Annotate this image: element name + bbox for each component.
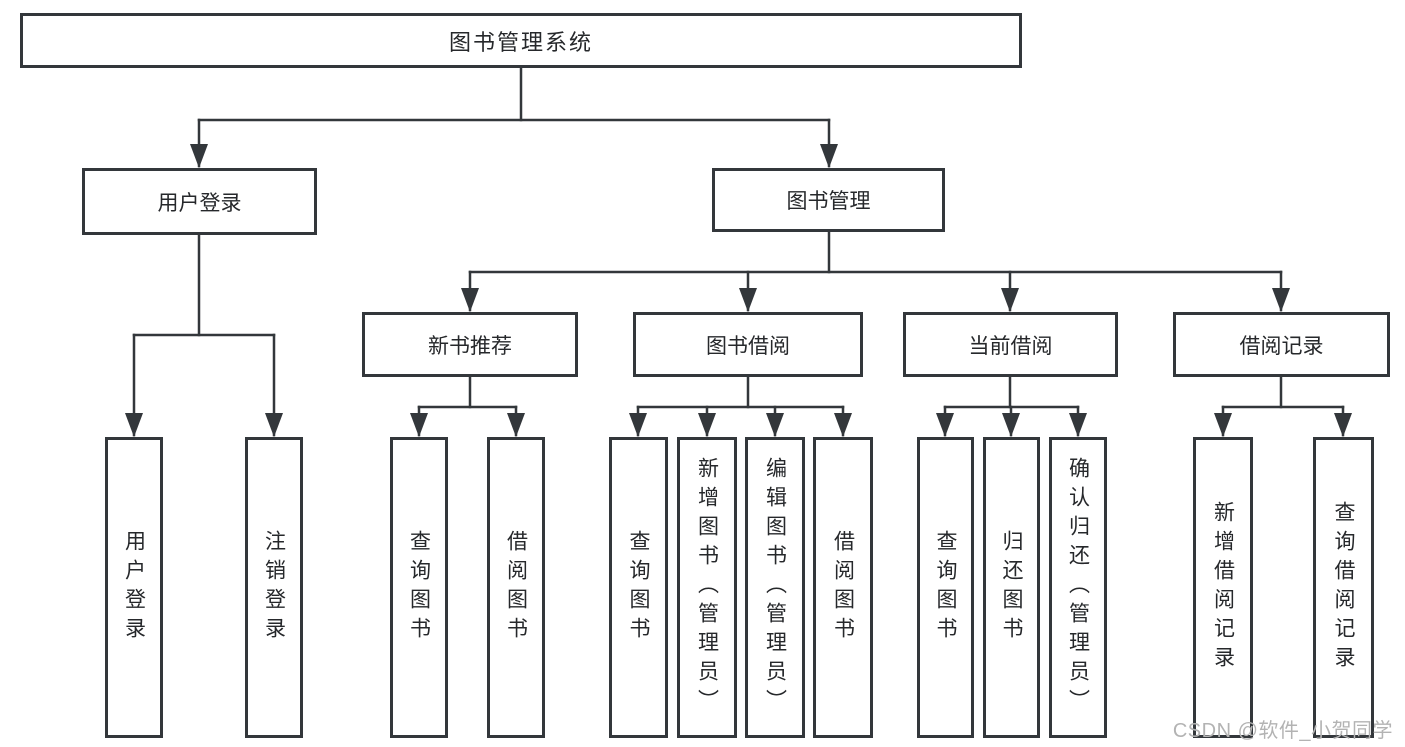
node-borrowing-records: 借阅记录 [1173,312,1390,377]
node-nbr-borrow-books: 借阅图书 [487,437,545,738]
node-label: 编辑图书（管理员） [763,457,787,718]
node-label: 查询图书 [407,529,431,646]
node-library-system: 图书管理系统 [20,13,1022,68]
node-br-add-record: 新增借阅记录 [1193,437,1253,738]
node-book-borrowing: 图书借阅 [633,312,863,377]
node-nbr-query-books: 查询图书 [390,437,448,738]
node-new-book-recommendation: 新书推荐 [362,312,578,377]
node-label: 归还图书 [1000,529,1024,646]
node-bb-query-books: 查询图书 [609,437,668,738]
node-user-login: 用户登录 [82,168,317,235]
node-current-borrowing: 当前借阅 [903,312,1118,377]
node-label: 借阅记录 [1239,334,1324,358]
node-cb-confirm-return-admin: 确认归还（管理员） [1049,437,1107,738]
csdn-watermark: CSDN @软件_小贺同学 [1172,720,1393,742]
node-label: 借阅图书 [504,529,528,646]
node-label: 图书管理系统 [448,29,593,55]
node-cb-return-books: 归还图书 [983,437,1040,738]
node-bb-borrow-books: 借阅图书 [813,437,873,738]
node-label: 新书推荐 [428,334,512,358]
node-label: 图书管理 [786,190,871,213]
node-login: 用户登录 [105,437,163,738]
node-logout: 注销登录 [245,437,303,738]
node-label: 注销登录 [262,529,286,646]
node-label: 当前借阅 [968,334,1053,358]
node-br-query-record: 查询借阅记录 [1313,437,1374,738]
node-cb-query-books: 查询图书 [917,437,974,738]
node-bb-add-books-admin: 新增图书（管理员） [677,437,737,738]
node-label: 查询图书 [627,529,651,646]
node-bb-edit-books-admin: 编辑图书（管理员） [745,437,805,738]
node-label: 图书借阅 [706,334,790,358]
node-label: 查询图书 [934,529,958,646]
node-label: 借阅图书 [831,529,855,646]
node-label: 确认归还（管理员） [1066,457,1090,718]
node-book-management: 图书管理 [712,168,945,232]
node-label: 用户登录 [157,191,242,215]
node-label: 用户登录 [122,529,146,646]
node-label: 查询借阅记录 [1332,500,1356,675]
node-label: 新增借阅记录 [1211,500,1235,675]
node-label: 新增图书（管理员） [695,457,719,718]
